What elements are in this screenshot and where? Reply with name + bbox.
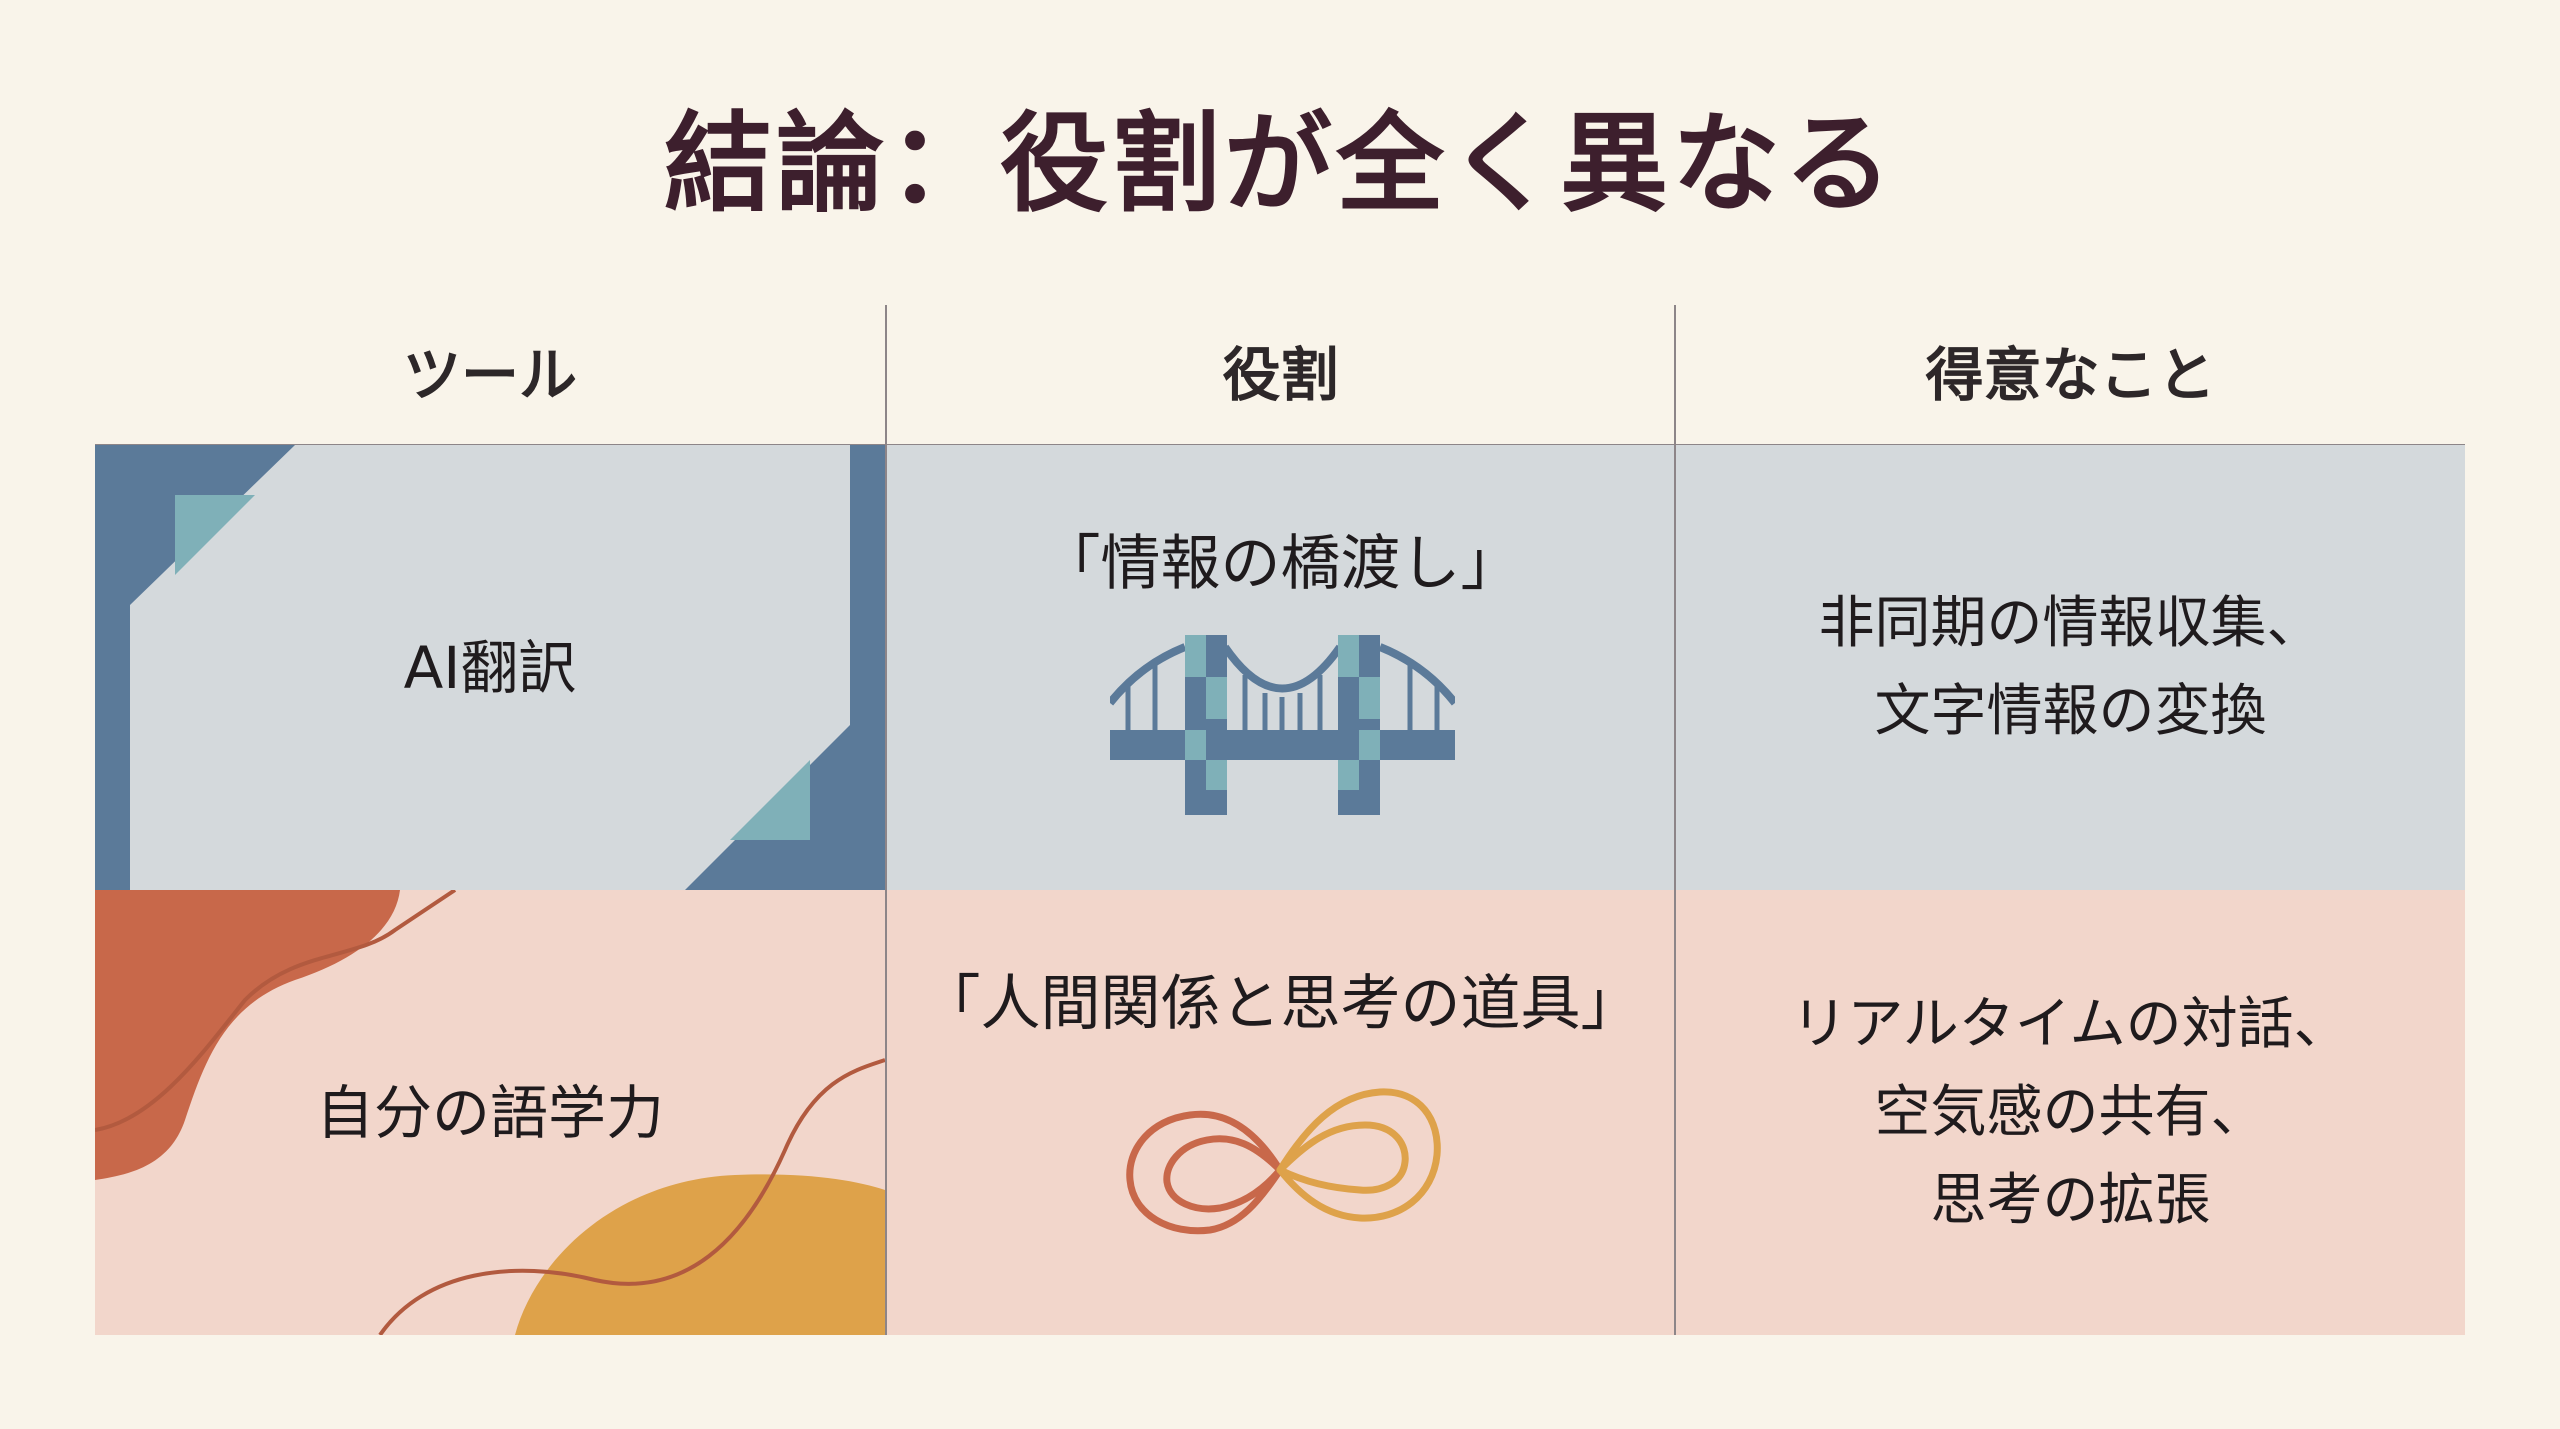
strength-line: 非同期の情報収集、 — [1818, 590, 2323, 656]
strength-text: リアルタイムの対話、 空気感の共有、 思考の拡張 — [1676, 890, 2465, 1335]
strength-cell-language: リアルタイムの対話、 空気感の共有、 思考の拡張 — [1676, 890, 2465, 1335]
role-cell-bridge: 「情報の橋渡し」 — [887, 445, 1674, 890]
geometric-frame-decoration — [95, 445, 885, 890]
page-title: 結論：役割が全く異なる — [663, 102, 1896, 227]
strength-text: 非同期の情報収集、 文字情報の変換 — [1676, 445, 2465, 890]
header-role: 役割 — [1222, 341, 1339, 409]
tool-label: AI翻訳 — [403, 633, 577, 702]
bridge-icon — [1110, 635, 1455, 815]
infinity-loop-icon — [1126, 1088, 1441, 1235]
strength-line: 空気感の共有、 — [1874, 1079, 2267, 1145]
role-cell-infinity: 「人間関係と思考の道具」 — [887, 890, 1674, 1335]
table-divider-v2 — [1674, 305, 1676, 1335]
strength-line: 文字情報の変換 — [1874, 678, 2267, 744]
organic-blob-decoration — [95, 890, 885, 1335]
role-label: 「情報の橋渡し」 — [1040, 529, 1521, 599]
strength-cell-ai: 非同期の情報収集、 文字情報の変換 — [1676, 445, 2465, 890]
header-strength: 得意なこと — [1925, 341, 2216, 409]
header-tool: ツール — [402, 341, 577, 409]
role-label: 「人間関係と思考の道具」 — [920, 969, 1641, 1039]
table-divider-v1 — [885, 305, 887, 1335]
tool-cell-ai-translation: AI翻訳 — [95, 445, 885, 890]
strength-line: 思考の拡張 — [1930, 1167, 2211, 1233]
tool-label: 自分の語学力 — [315, 1078, 664, 1147]
tool-cell-language-skill: 自分の語学力 — [95, 890, 885, 1335]
strength-line: リアルタイムの対話、 — [1791, 991, 2350, 1057]
